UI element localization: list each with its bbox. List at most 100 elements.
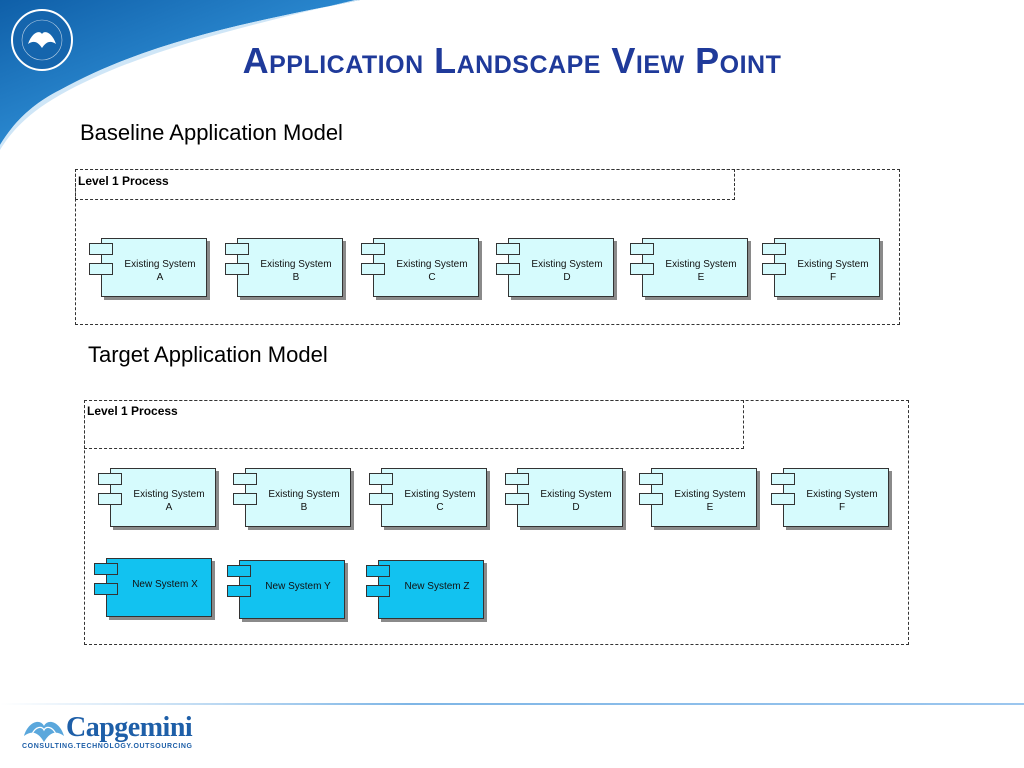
baseline-process-label: Level 1 Process [78,174,169,188]
component-label-line: C [428,272,436,283]
component-body [110,468,216,527]
component-label: New System X [120,578,210,591]
component-label-line: Existing System [396,259,468,270]
component-label-line: Existing System [806,489,878,500]
component-label-line: New System Y [265,581,331,592]
component-label-line: Existing System [531,259,603,270]
component-tab-icon [89,243,113,255]
component-tab-icon [366,565,390,577]
seal-icon [11,9,73,71]
target-process-box [84,400,744,449]
logo-text: Capgemini [66,712,193,743]
component-tab-icon [361,243,385,255]
component-tab-icon [366,585,390,597]
component-body [774,238,880,297]
component-tab-icon [233,473,257,485]
component-tab-icon [771,493,795,505]
slide-title: Application Landscape View Point [242,40,782,81]
component-tab-icon [639,493,663,505]
component-body [373,238,479,297]
component-tab-icon [94,583,118,595]
component-tab-icon [233,493,257,505]
component-label-line: F [829,272,837,283]
component-tab-icon [98,493,122,505]
footer-divider [0,703,1024,705]
component-tab-icon [639,473,663,485]
baseline-process-box [75,169,735,200]
component-tab-icon [98,473,122,485]
component-label-line: B [300,502,308,513]
component-tab-icon [361,263,385,275]
component-label-line: F [838,502,846,513]
component-label-line: Existing System [404,489,476,500]
component-tab-icon [369,473,393,485]
component-label-line: Existing System [260,259,332,270]
capgemini-logo: Capgemini CONSULTING.TECHNOLOGY.OUTSOURC… [22,712,193,756]
new-system-z[interactable]: New System Z [366,560,484,619]
component-label-line: A [165,502,173,513]
component-label-line: D [563,272,571,283]
component-label-line: D [572,502,580,513]
component-tab-icon [630,263,654,275]
component-label-line: B [292,272,300,283]
component-body [106,558,212,617]
target-heading: Target Application Model [88,342,328,367]
component-tab-icon [771,473,795,485]
component-tab-icon [762,263,786,275]
component-label: New System Y [253,580,343,593]
component-label-line: Existing System [674,489,746,500]
component-tab-icon [225,263,249,275]
component-body [237,238,343,297]
new-system-x[interactable]: New System X [94,558,212,617]
component-body [378,560,484,619]
component-tab-icon [496,263,520,275]
component-body [651,468,757,527]
component-label-line: Existing System [665,259,737,270]
component-tab-icon [505,493,529,505]
component-tab-icon [762,243,786,255]
component-tab-icon [369,493,393,505]
component-label-line: E [697,272,705,283]
component-label-line: A [156,272,164,283]
component-tab-icon [496,243,520,255]
component-body [245,468,351,527]
component-body [239,560,345,619]
component-tab-icon [630,243,654,255]
component-tab-icon [225,243,249,255]
component-label-line: New System Z [404,581,470,592]
component-tab-icon [94,563,118,575]
component-tab-icon [227,585,251,597]
component-label-line: C [436,502,444,513]
corner-decoration [0,0,360,150]
component-label-line: Existing System [268,489,340,500]
component-label: New System Z [392,580,482,593]
component-label-line: New System X [132,579,198,590]
baseline-heading: Baseline Application Model [80,120,343,145]
spade-icon [24,721,64,742]
component-label-line: E [706,502,714,513]
new-system-y[interactable]: New System Y [227,560,345,619]
